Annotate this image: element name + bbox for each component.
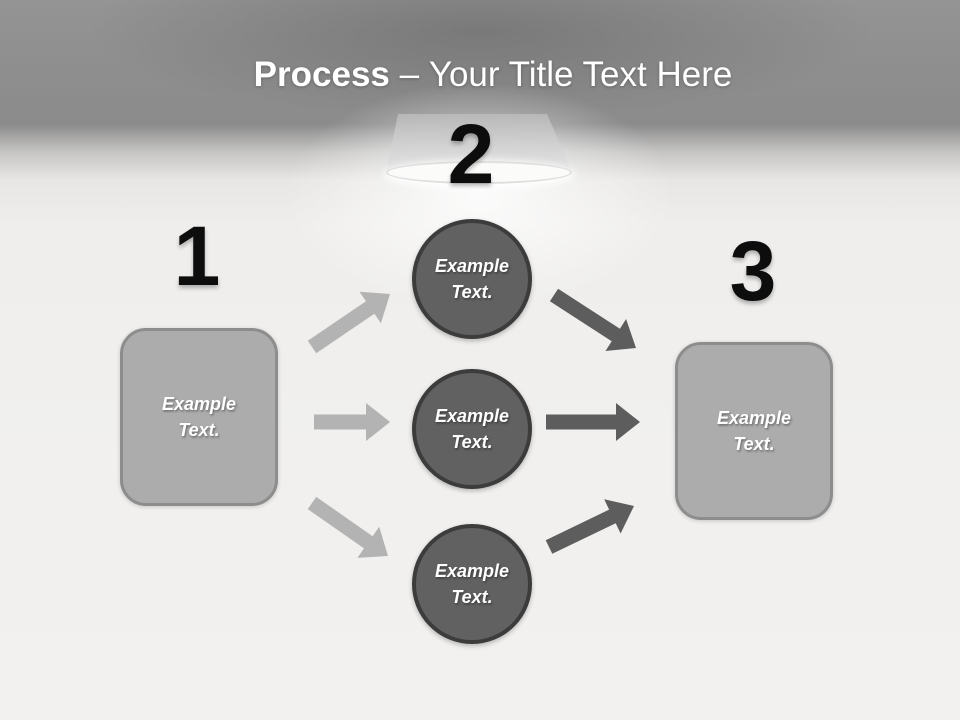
step-number-3: 3 <box>729 224 777 318</box>
title-rest: Your Title Text Here <box>428 55 733 94</box>
arrow-left-middle <box>314 403 390 441</box>
step2-circle-top: Example Text. <box>412 219 532 339</box>
step-number-2: 2 <box>447 107 495 201</box>
title-keyword: Process <box>253 55 390 94</box>
step-number-1: 1 <box>173 209 221 303</box>
step2-circle-middle-label: Example Text. <box>434 406 510 452</box>
step2-circle-top-label: Example Text. <box>434 256 510 302</box>
step2-circle-bottom: Example Text. <box>412 524 532 644</box>
title-separator: – <box>399 55 420 94</box>
page-title: Process – Your Title Text Here <box>13 54 960 96</box>
arrow-right-top <box>549 288 636 351</box>
step3-box: Example Text. <box>675 342 833 520</box>
step3-box-label: Example Text. <box>716 408 792 454</box>
step1-box-label: Example Text. <box>161 394 237 440</box>
step2-circle-middle: Example Text. <box>412 369 532 489</box>
arrow-right-middle <box>546 403 640 441</box>
step2-circle-bottom-label: Example Text. <box>434 561 510 607</box>
step1-box: Example Text. <box>120 328 278 506</box>
arrow-left-bottom <box>307 496 388 558</box>
spotlight-glow-icon <box>386 161 572 184</box>
arrow-left-top <box>307 291 390 354</box>
arrow-right-bottom <box>545 499 634 554</box>
